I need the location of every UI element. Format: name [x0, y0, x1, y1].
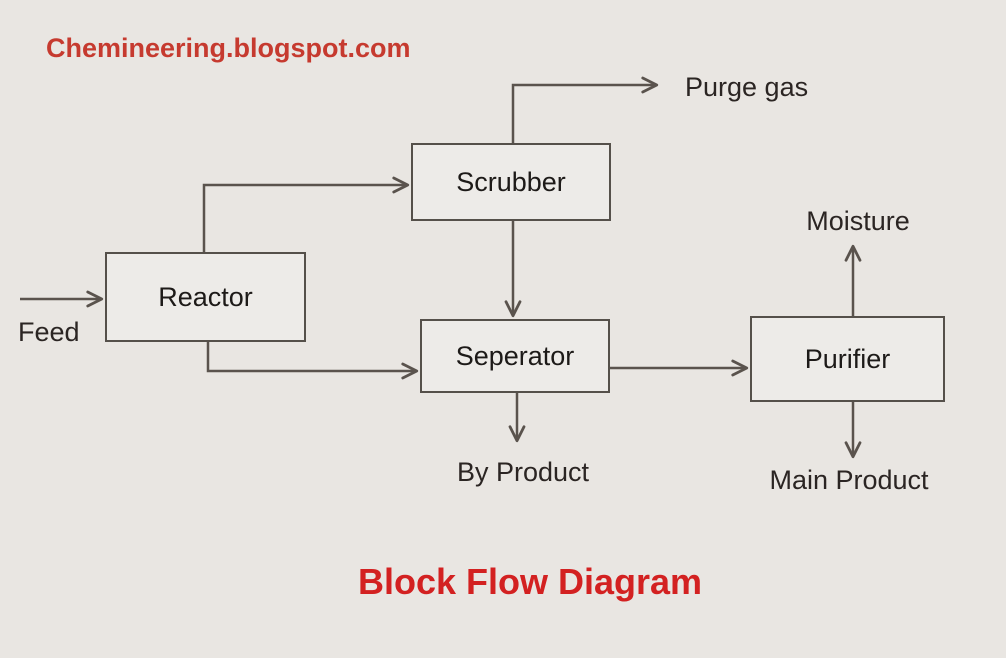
label-main-product: Main Product — [769, 465, 929, 495]
label-feed: Feed — [18, 317, 80, 347]
node-seperator-label: Seperator — [455, 340, 575, 371]
flow-reactor-to-scrubber — [202, 176, 410, 252]
node-purifier-label: Purifier — [804, 343, 891, 374]
node-scrubber: Scrubber — [411, 143, 611, 221]
label-by-product: By Product — [456, 457, 590, 487]
node-reactor-label: Reactor — [158, 281, 253, 312]
label-purge-gas: Purge gas — [685, 72, 809, 102]
node-scrubber-label: Scrubber — [456, 166, 566, 197]
node-reactor: Reactor — [105, 252, 306, 342]
label-moisture: Moisture — [806, 206, 910, 236]
flow-reactor-to-seperator — [206, 342, 419, 380]
watermark-text: Chemineering.blogspot.com — [46, 33, 411, 63]
node-seperator: Seperator — [420, 319, 610, 393]
node-purifier: Purifier — [750, 316, 945, 402]
diagram-title: Block Flow Diagram — [357, 561, 703, 602]
flow-scrubber-purge-gas — [511, 76, 659, 143]
